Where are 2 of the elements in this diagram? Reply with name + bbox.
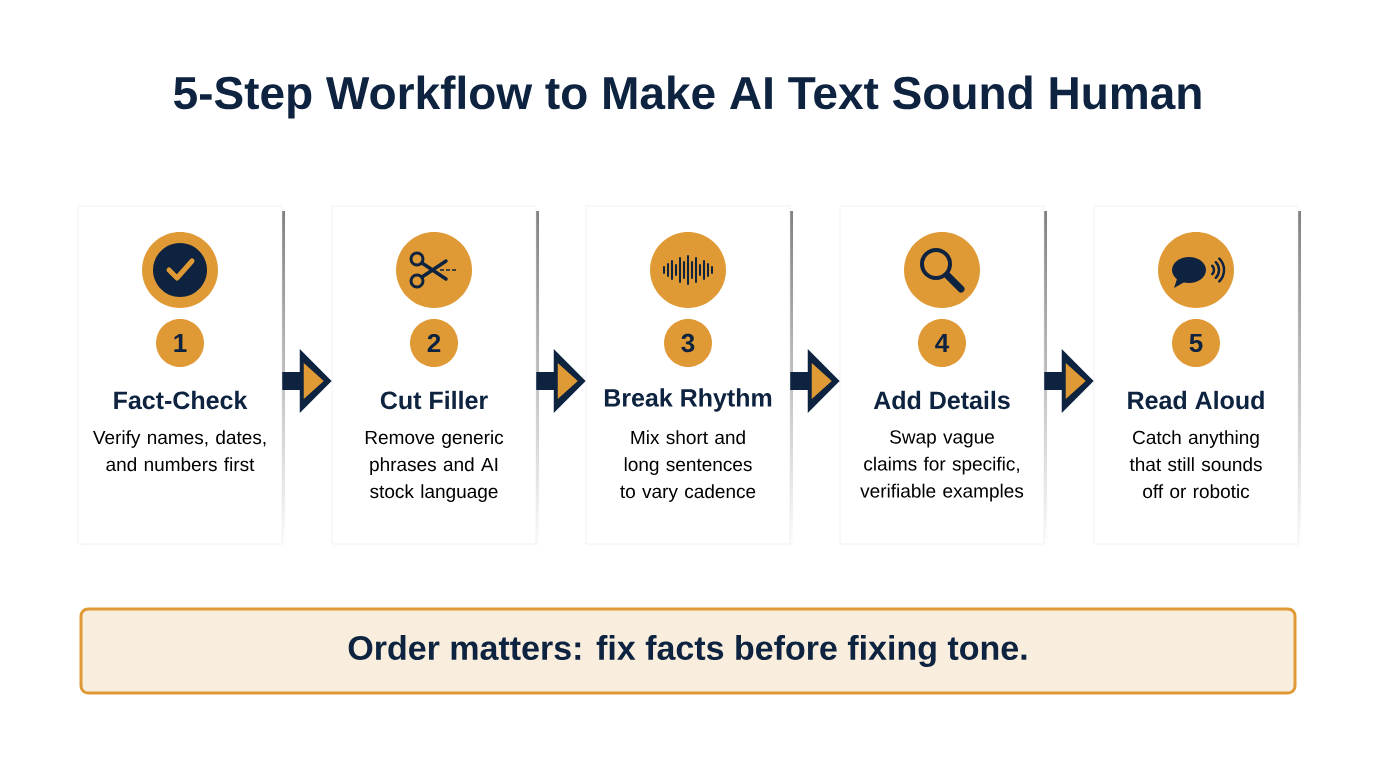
note-banner: Order matters: fix facts before fixing tone. bbox=[79, 607, 1297, 695]
title: 5-Step Workflow to Make AI Text Sound Human bbox=[174, 75, 1201, 119]
